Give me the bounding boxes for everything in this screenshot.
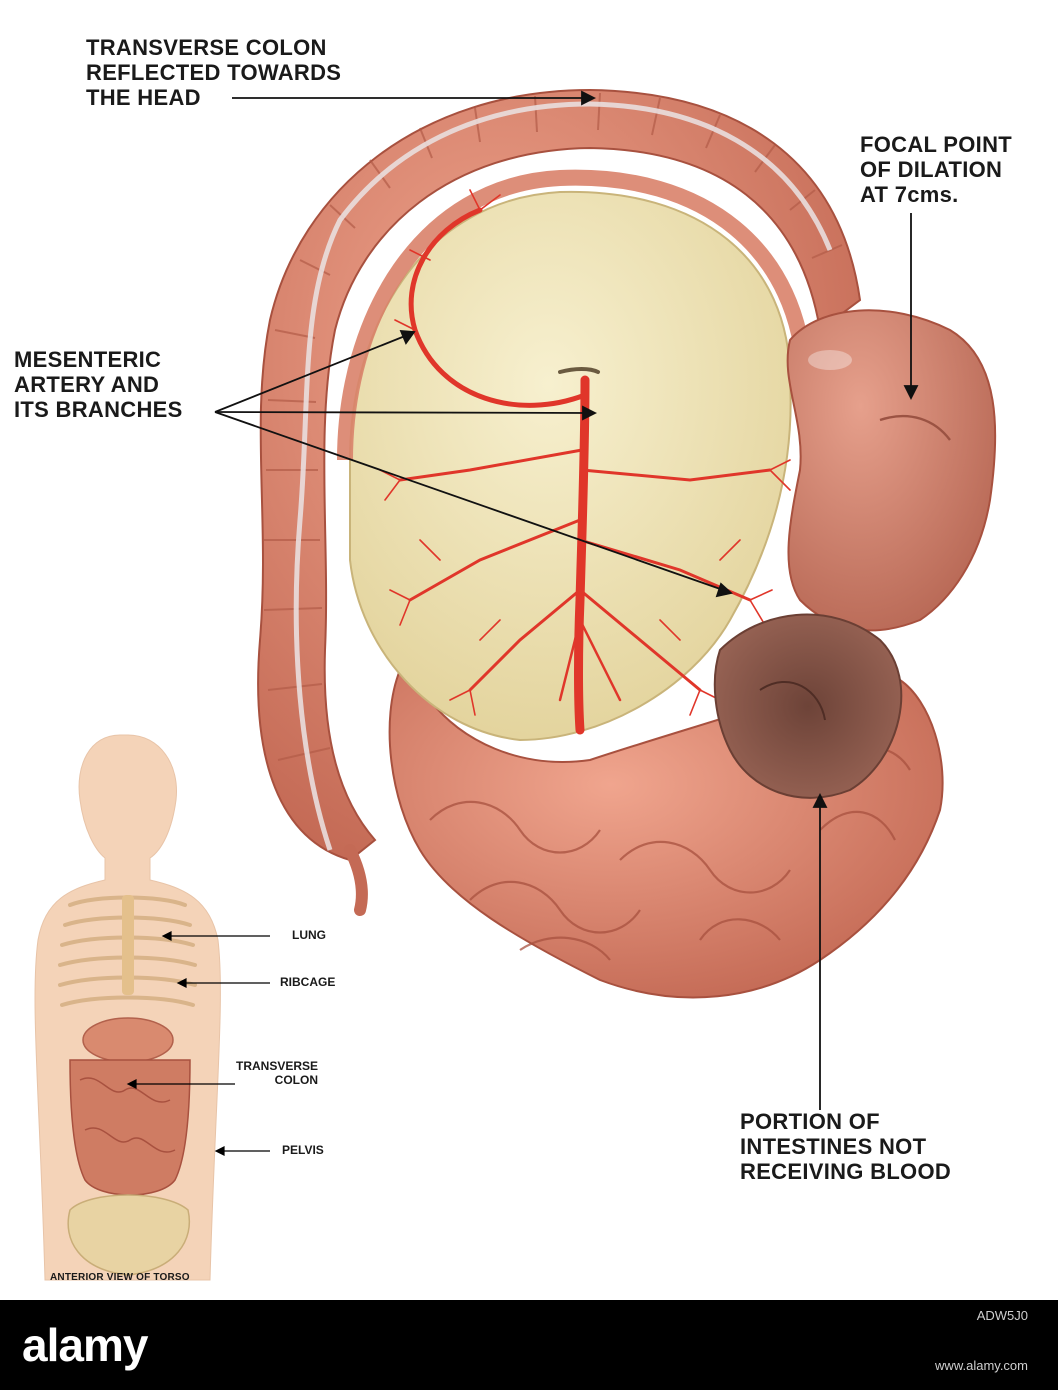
- label-mesenteric-artery: MESENTERIC ARTERY AND ITS BRANCHES: [14, 347, 183, 422]
- dilated-loop: [786, 309, 997, 632]
- site-url: www.alamy.com: [935, 1358, 1028, 1373]
- inset-label-pelvis: PELVIS: [282, 1143, 324, 1157]
- alamy-logo: alamy: [22, 1319, 148, 1371]
- image-id: ADW5J0: [976, 1308, 1028, 1323]
- inset-label-lung: LUNG: [292, 928, 326, 942]
- label-transverse-colon: TRANSVERSE COLON REFLECTED TOWARDS THE H…: [86, 35, 342, 110]
- stock-banner: alamy ADW5J0 www.alamy.com: [0, 1300, 1058, 1390]
- inset-torso: [34, 734, 270, 1281]
- inset-label-transverse-colon: TRANSVERSE COLON: [236, 1059, 319, 1087]
- leader-lines: [214, 90, 919, 1110]
- inset-label-ribcage: RIBCAGE: [280, 975, 336, 989]
- anatomy-illustration: [34, 88, 997, 1281]
- label-portion-intestines: PORTION OF INTESTINES NOT RECEIVING BLOO…: [740, 1109, 952, 1184]
- colon: [257, 88, 862, 916]
- inset-caption: ANTERIOR VIEW OF TORSO: [50, 1272, 190, 1283]
- mesentery: [337, 169, 813, 742]
- ischemic-segment: [713, 613, 903, 799]
- mesenteric-artery: [379, 189, 791, 735]
- label-focal-point: FOCAL POINT OF DILATION AT 7cms.: [860, 132, 1013, 207]
